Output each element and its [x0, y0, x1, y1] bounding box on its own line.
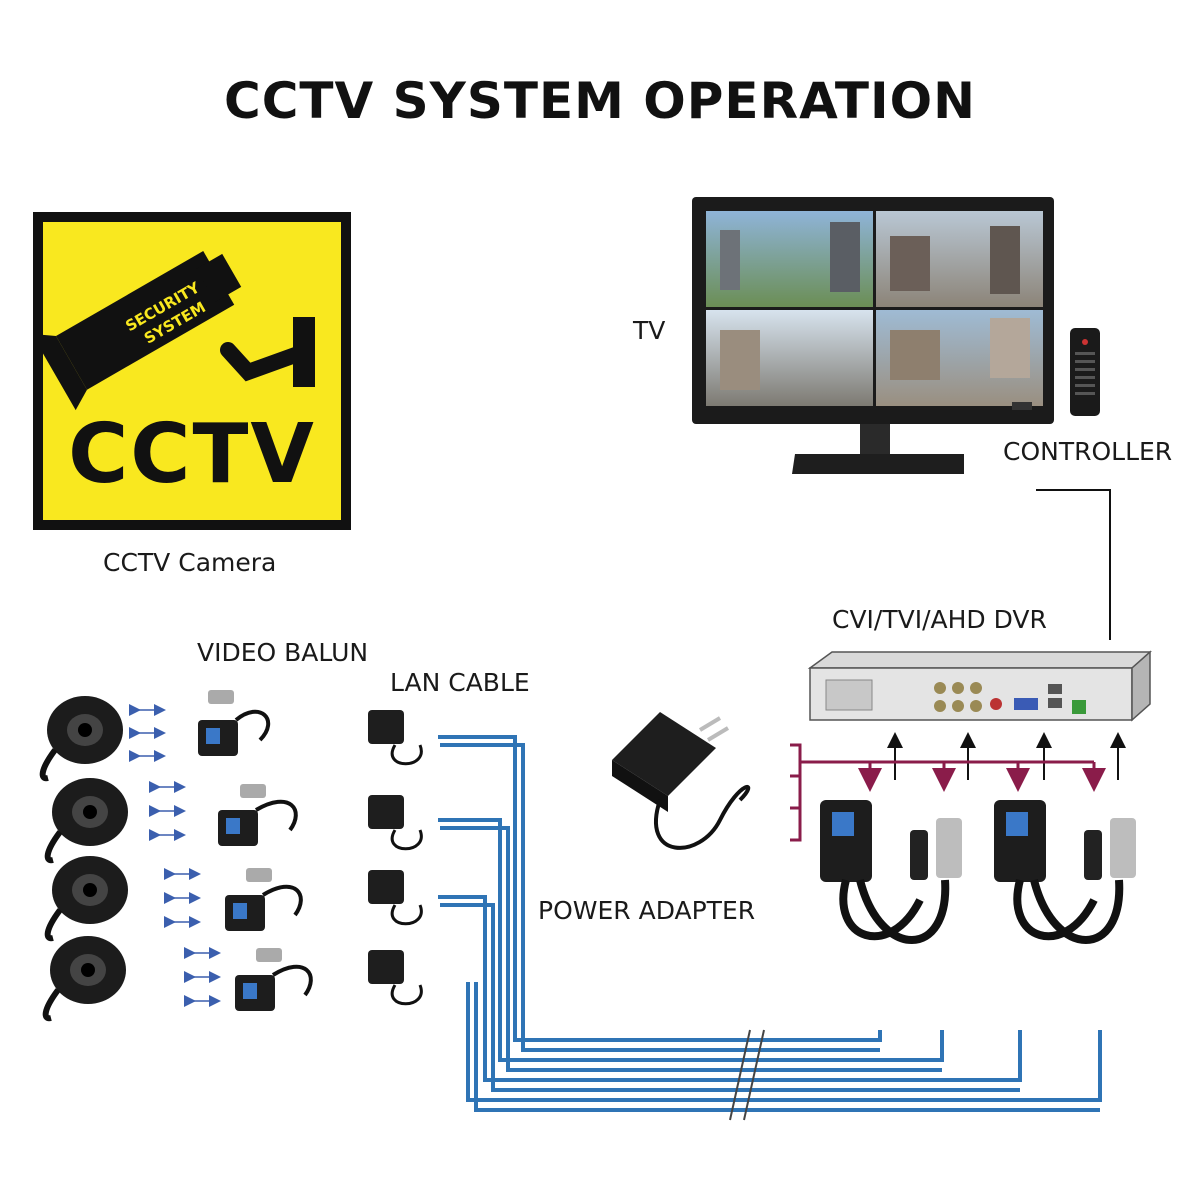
dome-camera-icon — [42, 936, 126, 1022]
controller-line — [1036, 489, 1111, 640]
dome-camera-icon — [44, 856, 128, 942]
page-title: CCTV SYSTEM OPERATION — [224, 72, 976, 130]
sign-cctv-text: CCTV — [68, 407, 316, 502]
sign-panel: SECURITY SYSTEM CCTV — [43, 222, 341, 520]
video-balun-icon — [225, 868, 303, 931]
cctv-sign: SECURITY SYSTEM CCTV — [33, 212, 351, 530]
video-balun-icon — [235, 948, 313, 1011]
power-adapter-icon — [368, 795, 423, 851]
remote-control-icon — [1070, 328, 1100, 416]
label-lan-cable: LAN CABLE — [390, 668, 530, 697]
power-distribution-lines — [790, 743, 1106, 842]
video-balun-icon — [198, 690, 271, 756]
power-adapter-icon — [368, 950, 423, 1006]
lan-cables — [438, 735, 1102, 1112]
dome-camera-icon — [39, 696, 123, 782]
video-balun-icon — [820, 800, 962, 944]
power-adapter-icon — [368, 870, 423, 926]
label-controller: CONTROLLER — [1003, 437, 1173, 466]
video-balun-icon — [994, 800, 1136, 944]
power-adapter-icon — [368, 710, 423, 766]
label-cctv-camera: CCTV Camera — [103, 548, 277, 577]
tv-monitor-icon — [692, 197, 1054, 474]
signal-arrows — [129, 704, 221, 1007]
dome-camera-icon — [44, 778, 128, 864]
label-video-balun: VIDEO BALUN — [197, 638, 369, 667]
video-balun-icon — [218, 784, 298, 846]
security-camera-icon: SECURITY SYSTEM — [43, 251, 315, 411]
power-adapter-icon — [612, 712, 751, 850]
label-power-adapter: POWER ADAPTER — [538, 896, 756, 925]
label-tv: TV — [633, 316, 666, 345]
label-dvr: CVI/TVI/AHD DVR — [832, 605, 1047, 634]
dvr-icon — [807, 650, 1152, 722]
